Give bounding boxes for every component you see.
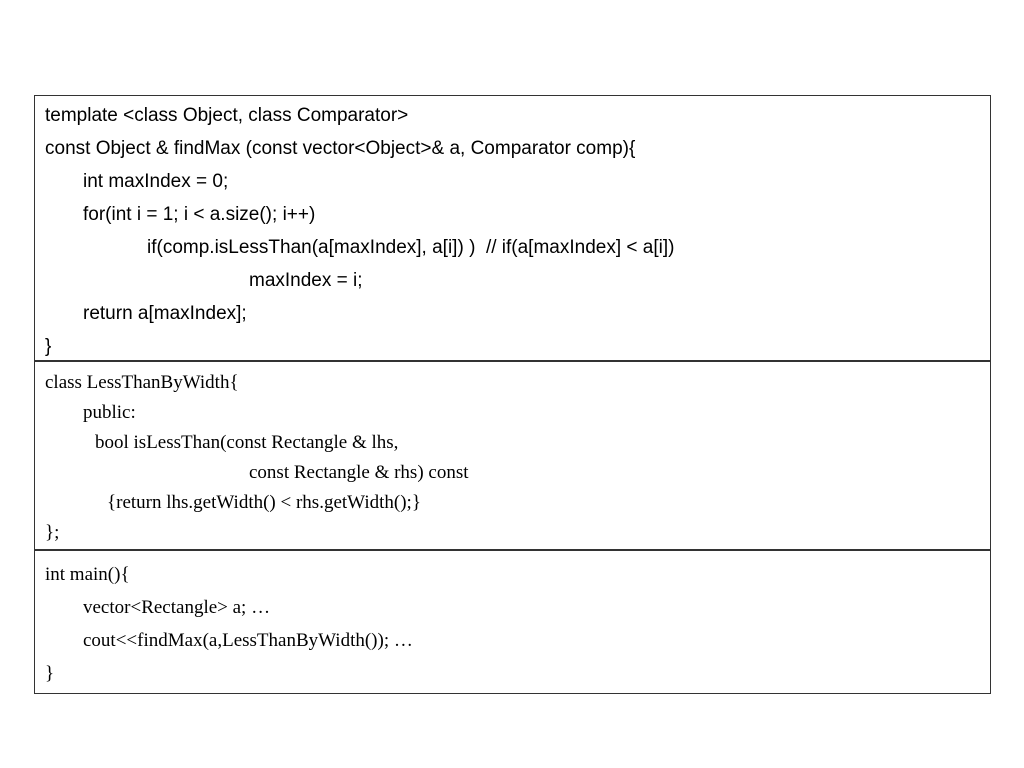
code-line: int main(){: [45, 564, 130, 585]
code-line: maxIndex = i;: [249, 270, 363, 291]
code-line: for(int i = 1; i < a.size(); i++): [83, 204, 316, 225]
code-line: const Object & findMax (const vector<Obj…: [45, 138, 636, 159]
code-line: }: [45, 336, 52, 357]
code-line: {return lhs.getWidth() < rhs.getWidth();…: [107, 492, 421, 513]
code-line: };: [45, 522, 60, 543]
findmax-code-block: template <class Object, class Comparator…: [35, 96, 990, 360]
comparator-class-block: class LessThanByWidth{ public: bool isLe…: [35, 360, 990, 549]
code-line: return a[maxIndex];: [83, 303, 247, 324]
main-function-block: int main(){ vector<Rectangle> a; … cout<…: [35, 549, 990, 693]
code-line: cout<<findMax(a,LessThanByWidth()); …: [83, 630, 413, 651]
code-line: if(comp.isLessThan(a[maxIndex], a[i]) ) …: [147, 237, 675, 258]
code-line: int maxIndex = 0;: [83, 171, 229, 192]
code-line: }: [45, 663, 55, 684]
code-line: public:: [83, 402, 136, 423]
code-line: const Rectangle & rhs) const: [249, 462, 469, 483]
code-line: class LessThanByWidth{: [45, 372, 239, 393]
code-line: vector<Rectangle> a; …: [83, 597, 271, 618]
code-table: template <class Object, class Comparator…: [34, 95, 991, 694]
code-line: bool isLessThan(const Rectangle & lhs,: [95, 432, 399, 453]
code-line: template <class Object, class Comparator…: [45, 105, 409, 126]
